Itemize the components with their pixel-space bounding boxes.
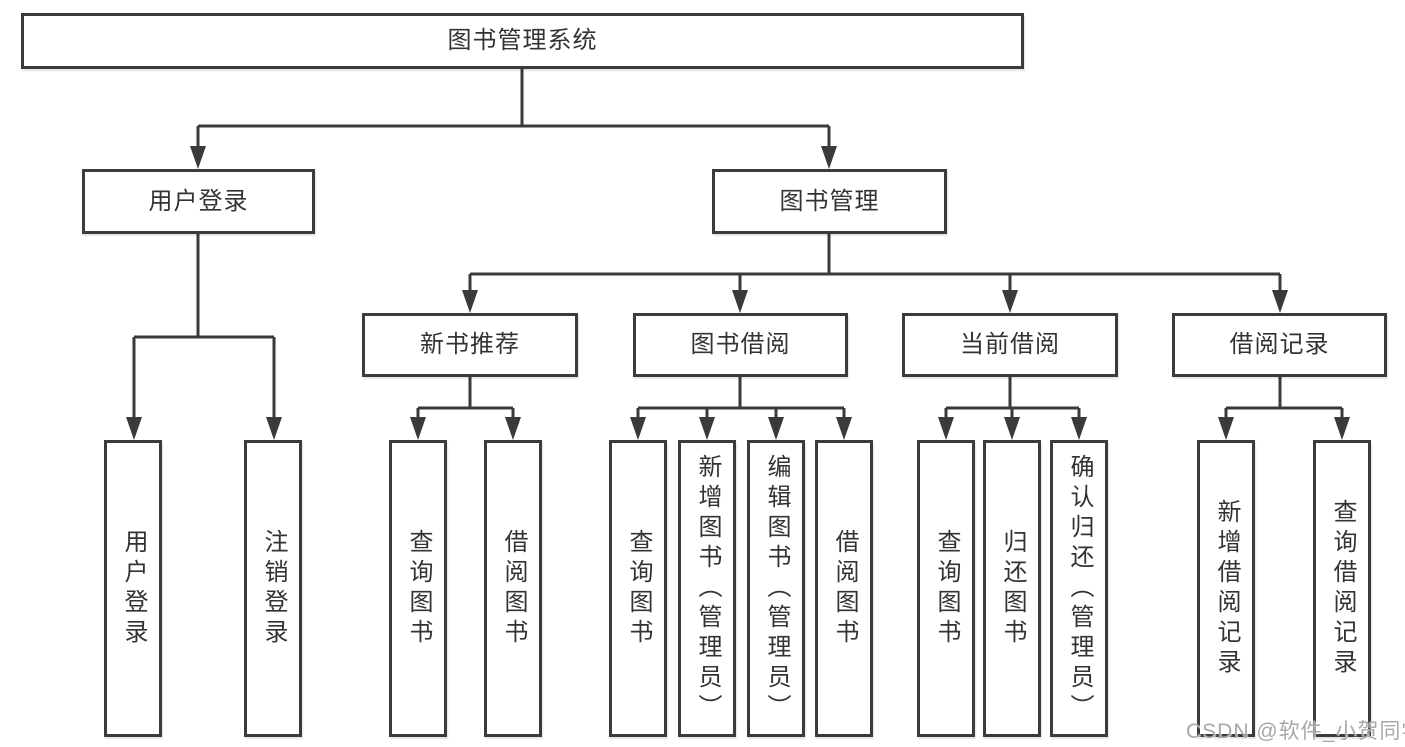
- node-new-book-recommend: 新书推荐: [362, 313, 578, 377]
- leaf-label: 查询借阅记录: [1329, 498, 1356, 679]
- leaf-user-login: 用户登录: [104, 440, 162, 737]
- leaf-label: 归还图书: [999, 528, 1026, 649]
- leaf-edit-books-admin: 编辑图书（管理员）: [747, 440, 805, 737]
- leaf-label: 用户登录: [120, 528, 147, 649]
- node-user-login: 用户登录: [82, 169, 315, 234]
- node-current-borrowing: 当前借阅: [902, 313, 1118, 377]
- leaf-label: 确认归还（管理员）: [1066, 453, 1093, 724]
- node-label: 图书管理: [779, 187, 880, 215]
- leaf-query-books: 查询图书: [917, 440, 975, 737]
- node-library-system: 图书管理系统: [21, 13, 1024, 69]
- csdn-watermark: CSDN @软件_小贺同学: [1186, 720, 1405, 743]
- leaf-borrow-books: 借阅图书: [484, 440, 542, 737]
- node-label: 图书管理系统: [447, 27, 598, 54]
- leaf-label: 查询图书: [405, 528, 432, 649]
- leaf-add-books-admin: 新增图书（管理员）: [678, 440, 736, 737]
- leaf-add-borrow-record: 新增借阅记录: [1197, 440, 1255, 737]
- node-book-management: 图书管理: [712, 169, 947, 234]
- leaf-label: 新增借阅记录: [1213, 498, 1240, 679]
- leaf-confirm-return-admin: 确认归还（管理员）: [1050, 440, 1108, 737]
- leaf-query-borrow-record: 查询借阅记录: [1313, 440, 1371, 737]
- leaf-label: 新增图书（管理员）: [694, 453, 721, 724]
- leaf-logout: 注销登录: [244, 440, 302, 737]
- node-book-borrowing: 图书借阅: [633, 313, 848, 377]
- leaf-label: 查询图书: [625, 528, 652, 649]
- node-label: 用户登录: [148, 187, 249, 215]
- node-borrowing-records: 借阅记录: [1172, 313, 1387, 377]
- leaf-query-books: 查询图书: [389, 440, 447, 737]
- node-label: 图书借阅: [690, 331, 791, 358]
- leaf-query-books: 查询图书: [609, 440, 667, 737]
- leaf-borrow-books: 借阅图书: [815, 440, 873, 737]
- leaf-label: 编辑图书（管理员）: [763, 453, 790, 724]
- node-label: 当前借阅: [960, 331, 1060, 358]
- node-label: 新书推荐: [420, 331, 520, 358]
- leaf-label: 查询图书: [933, 528, 960, 649]
- leaf-label: 注销登录: [260, 528, 287, 649]
- leaf-label: 借阅图书: [831, 528, 858, 649]
- node-label: 借阅记录: [1229, 331, 1330, 358]
- leaf-return-books: 归还图书: [983, 440, 1041, 737]
- leaf-label: 借阅图书: [500, 528, 527, 649]
